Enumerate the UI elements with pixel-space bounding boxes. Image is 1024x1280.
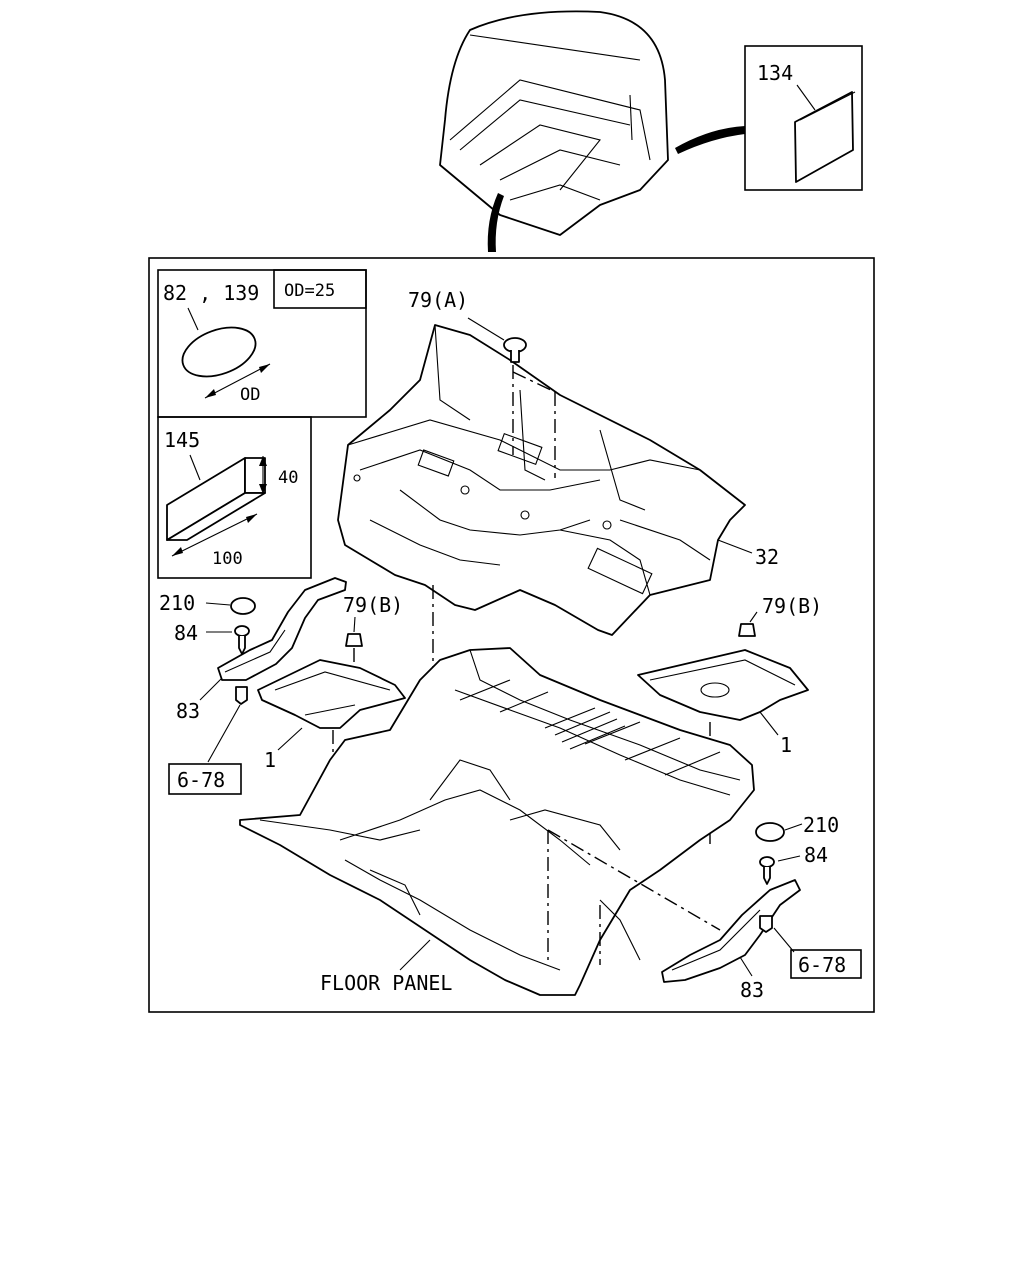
bracket-83-left [217,577,347,681]
overview-pointer-right [675,126,745,154]
screw-84-left [234,625,250,655]
bracket-83-right [661,879,801,983]
leader-32 [717,539,753,554]
callout-134: 134 [757,61,793,85]
callout-82-139: 82 , 139 [163,281,259,305]
od-dim-label: OD [240,385,260,405]
callout-145: 145 [164,428,200,452]
panel-1-right [637,649,809,721]
od-spec-box [273,269,367,309]
leader-134 [796,84,816,111]
cap-210-left [230,597,256,615]
callout-1-left: 1 [264,748,276,772]
ref-box-6-78-right[interactable] [790,949,862,979]
dim-100-label: 100 [212,549,243,569]
floor-panel[interactable] [239,647,755,996]
pad-134 [794,91,854,183]
callout-1-right: 1 [780,733,792,757]
cap-210-right [755,822,785,842]
leader-79a [467,317,505,341]
nut-79b-left [345,633,363,647]
callout-79b-right: 79(B) [762,594,822,618]
insulator-32 [337,324,746,636]
callout-32: 32 [755,545,779,569]
clip-79a [503,337,527,363]
screw-84-right [759,856,775,885]
clip-6-78-left [235,686,248,705]
dim-40-label: 40 [278,468,298,488]
main-frame [148,257,875,1013]
callout-210-left: 210 [159,591,195,615]
leader-floor-panel [399,939,431,971]
floor-panel-label: FLOOR PANEL [320,971,452,995]
nut-79b-right [738,623,756,637]
ref-6-78-right[interactable]: 6-78 [798,953,846,977]
inset-82-139: 82 , 139 OD=25 OD [157,269,367,418]
ref-box-6-78-left[interactable] [168,763,242,795]
od-spec-label: OD=25 [284,281,335,301]
panel-1-left [257,659,406,729]
callout-83-right: 83 [740,978,764,1002]
centerline-79a-2 [512,371,556,393]
callout-79a: 79(A) [408,288,468,312]
inset-box-134 [744,45,863,191]
disc-82-139 [181,326,257,378]
ref-6-78-left[interactable]: 6-78 [177,768,225,792]
callout-210-right: 210 [803,813,839,837]
clip-6-78-right [759,915,773,933]
cab-overview-illustration [439,10,669,236]
overview-pointer-down [487,193,504,252]
callout-79b-left: 79(B) [343,593,403,617]
callout-84-right: 84 [804,843,828,867]
callout-83-left: 83 [176,699,200,723]
inset-145: 145 40 100 [157,416,312,579]
callout-84-left: 84 [174,621,198,645]
